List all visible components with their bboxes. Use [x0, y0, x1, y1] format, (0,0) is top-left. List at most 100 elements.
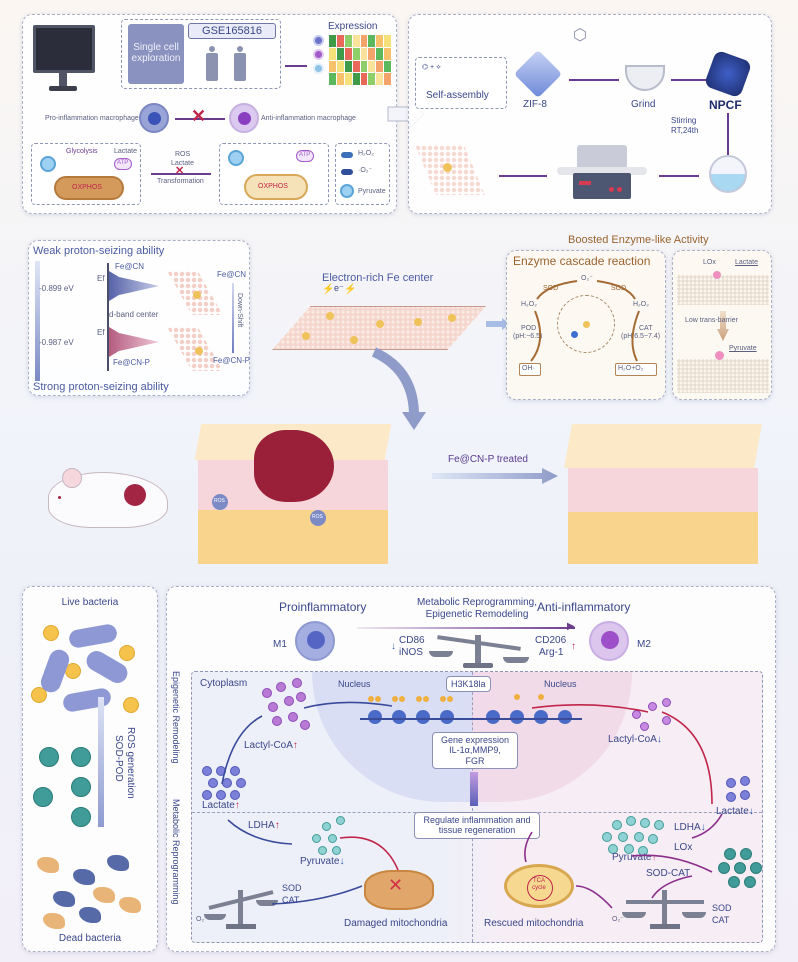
h2o-o2-label: H₂O+O₂ — [618, 365, 644, 372]
curved-arrow-down-icon — [370, 347, 430, 430]
proinflammatory-label: Proinflammatory — [279, 600, 367, 614]
cascade-title: Enzyme cascade reaction — [513, 254, 651, 268]
heatmap-cell — [336, 73, 344, 85]
nucleosome-icon — [440, 710, 454, 724]
transformation-arrow — [151, 173, 211, 175]
lactyl-coa-molecule-icon — [262, 688, 272, 698]
oh-box — [519, 363, 541, 376]
sodpod-label: SOD-POD — [113, 735, 124, 782]
metabolic-line2: Epigenetic Remodeling — [425, 609, 529, 620]
lactyl-mark-icon — [514, 694, 520, 700]
lightning-icon: ⚡ — [344, 284, 357, 295]
downshift-arrow — [232, 283, 234, 353]
nucleosome-icon — [534, 710, 548, 724]
nanozyme-icon — [39, 747, 59, 767]
npcf-crystal-icon — [703, 49, 753, 99]
lactate-right-text: Lactate — [716, 806, 749, 817]
down-arrow-icon: ↓ — [656, 734, 662, 745]
arrow-to-expression — [285, 65, 307, 67]
pyruvate-right-text: Pyruvate — [612, 852, 652, 863]
nanozyme-icon — [33, 787, 53, 807]
heatmap-cell — [376, 47, 384, 60]
bacteria-panel: Live bacteria SOD-POD ROS generation Dea… — [22, 586, 158, 952]
superoxide-icon — [341, 169, 353, 175]
expression-label: Expression — [328, 21, 378, 32]
lactate-molecule-icon — [216, 790, 226, 800]
lactyl-coa-molecule-icon — [648, 702, 657, 711]
lactyl-mark-icon — [399, 696, 405, 702]
single-cell-label: Single cell exploration — [131, 42, 181, 64]
tca-label: TCA cycle — [532, 878, 546, 891]
nanozyme-icon — [740, 848, 752, 860]
synthesis-panel: ⌬ + ⟡ Self-assembly ZIF-8 ⬡ Grind NPCF S… — [408, 14, 772, 214]
cd206-label: CD206 — [535, 635, 567, 646]
mortar-icon — [625, 65, 665, 91]
gene-expression-box: Gene expression IL-1α,MMP9, FGR — [432, 732, 518, 770]
fe-atom-icon — [448, 314, 456, 322]
regulate-box: Regulate inflammation and tissue regener… — [414, 812, 540, 839]
lactate-molecule-icon — [713, 271, 721, 279]
atp-label: ATP — [117, 160, 129, 166]
nucleosome-icon — [486, 710, 500, 724]
heatmap-cell — [360, 47, 368, 60]
lactate-molecule-icon — [236, 778, 246, 788]
wound-icon — [124, 484, 146, 506]
lox-label: LOx — [703, 259, 716, 266]
monitor-base — [49, 86, 77, 91]
arrow-to-enzyme-icon — [486, 318, 510, 330]
coccus-icon — [119, 645, 135, 661]
lactate-molecule-icon — [740, 790, 750, 800]
lactyl-mark-icon — [375, 696, 381, 702]
lactyl-coa-molecule-icon — [296, 692, 306, 702]
fe-atom-icon — [583, 321, 590, 328]
dead-bacterium-icon — [37, 857, 59, 873]
h3k18la-badge: H3K18la — [446, 676, 491, 693]
fe-n4-structure — [557, 295, 615, 353]
m1-macrophage-icon — [295, 621, 335, 661]
ros2-label: ROS — [312, 514, 323, 520]
rescued-mitochondria-icon — [504, 864, 574, 908]
kill-arrow-icon — [98, 697, 104, 827]
heatmap-cell — [368, 73, 376, 85]
lactyl-coa-molecule-icon — [662, 698, 671, 707]
nanozyme-icon — [71, 777, 91, 797]
heatmap-cell — [384, 60, 391, 73]
ros-badge — [310, 510, 326, 526]
lactyl-mark-icon — [368, 696, 374, 702]
dataset-id: GSE165816 — [202, 25, 262, 37]
balance-scale-icon — [429, 629, 529, 669]
sodcat-label: SOD-CAT — [646, 868, 691, 879]
pyruvate-molecule-icon — [715, 351, 724, 360]
atp-badge — [114, 158, 132, 170]
h2o2-icon — [341, 152, 353, 158]
fecn-dos-peak — [109, 271, 159, 301]
damaged-mitochondria-icon — [54, 176, 124, 200]
zif8-label: ZIF-8 — [523, 99, 547, 110]
nucleosome-icon — [416, 710, 430, 724]
o2-right-label: O₂⁻ — [612, 916, 624, 923]
blocked-arrow — [175, 118, 225, 120]
coccus-icon — [123, 697, 139, 713]
dband-panel: Weak proton-seizing ability Strong proto… — [28, 240, 250, 396]
dband-center-label: d-band center — [109, 310, 159, 319]
lactate-molecule-icon — [726, 792, 736, 802]
nucleosome-icon — [392, 710, 406, 724]
lactate-molecule-icon — [202, 766, 212, 776]
coccus-icon — [31, 687, 47, 703]
pyruvate-icon — [40, 156, 56, 172]
heatmap-cell — [329, 73, 336, 85]
metabolic-line1: Metabolic Reprogramming, — [416, 597, 538, 608]
ef1-label: Ef — [97, 274, 105, 283]
oxphos-label: OXPHOS — [258, 183, 288, 190]
nanozyme-icon — [724, 848, 736, 860]
pyruvate-molecule-icon — [648, 834, 658, 844]
ev2-label: -0.987 eV — [39, 338, 74, 347]
heatmap-cell — [384, 47, 391, 60]
lactyl-right-label: Lactyl-CoA↓ — [608, 734, 662, 745]
gene-expr-line2: IL-1α,MMP9, — [449, 745, 501, 756]
lactyl-mark-icon — [392, 696, 398, 702]
damaged-label: Damaged mitochondria — [344, 918, 448, 929]
lactyl-mark-icon — [447, 696, 453, 702]
dead-bacterium-icon — [73, 869, 95, 885]
cell-interior: Cytoplasm Nucleus Nucleus H3K18la Gene e… — [191, 671, 763, 943]
